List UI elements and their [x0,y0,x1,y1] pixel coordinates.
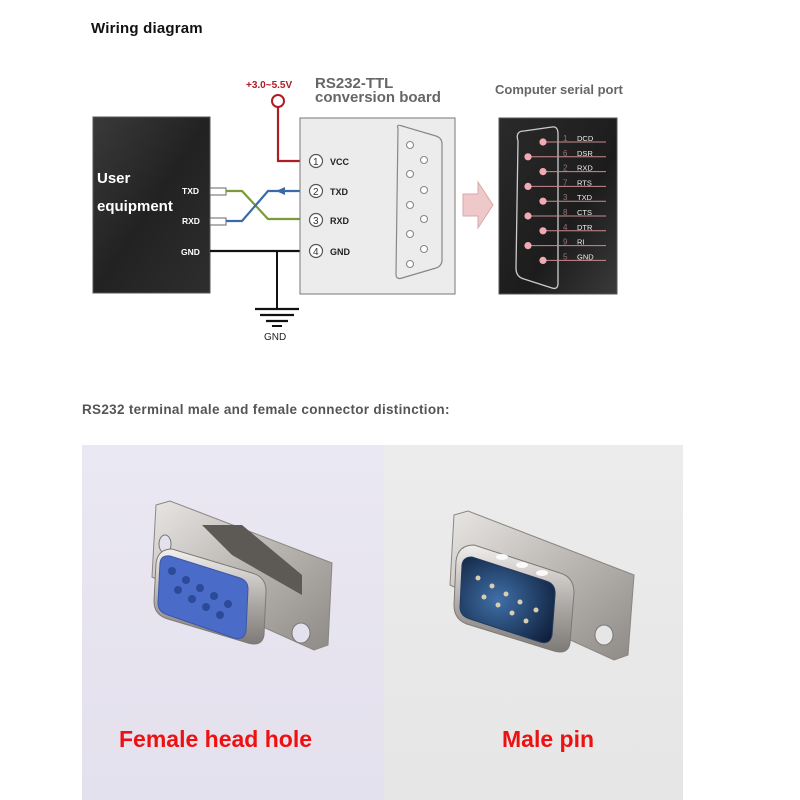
serial-pin-rts: 7 RTS [524,178,606,190]
svg-text:4: 4 [313,247,319,258]
serial-pin-number: 6 [563,149,568,158]
board-pin-rxd: 3 RXD [308,212,350,228]
serial-pin-dcd: 1 DCD [539,134,606,146]
serial-pin-dot [539,227,547,235]
svg-text:1: 1 [313,157,319,168]
serial-pin-name: DTR [577,223,593,232]
board-title-2: conversion board [315,89,441,106]
page-title: Wiring diagram [91,20,203,37]
female-connector-photo: Female head hole [82,445,384,800]
ground-icon [255,307,299,327]
serial-pin-dot [524,212,532,220]
serial-pin-name: RTS [577,178,592,187]
serial-pin-dot [524,242,532,250]
svg-text:TXD: TXD [330,187,349,197]
voltage-label: +3.0~5.5V [246,80,292,91]
serial-pin-number: 5 [563,252,568,261]
serial-pin-rxd: 2 RXD [539,164,606,176]
svg-text:3: 3 [313,216,319,227]
serial-port-box [498,117,618,295]
serial-pin-name: RI [577,238,585,247]
serial-pin-gnd: 5 GND [539,252,606,264]
serial-pin-name: RXD [577,164,593,173]
rxd-to-txd-wire [226,189,308,223]
serial-pin-dot [524,182,532,190]
serial-pin-txd: 3 TXD [539,193,606,205]
serial-pin-dot [539,168,547,176]
serial-pin-dot [539,197,547,205]
serial-pin-name: DSR [577,149,593,158]
rxd-stub [209,217,227,226]
serial-pin-dsr: 6 DSR [524,149,606,161]
svg-text:2: 2 [313,187,319,198]
board-title-1: RS232-TTL [315,75,393,92]
svg-text:RXD: RXD [330,216,350,226]
user-equipment-label-1: User [97,170,131,187]
user-equipment-label-2: equipment [97,198,173,215]
serial-pin-cts: 8 CTS [524,208,606,220]
db9-outline-icon [395,124,443,280]
serial-pin-number: 8 [563,208,568,217]
board-pin-txd: 2 TXD [308,183,349,199]
txd-stub [209,187,227,196]
male-label: Male pin [502,726,595,752]
male-connector-icon [449,510,635,661]
user-pin-rxd: RXD [182,216,200,226]
serial-pin-dot [539,138,547,146]
serial-pin-number: 1 [563,134,568,143]
txd-to-rxd-wire [226,189,308,221]
serial-pin-number: 9 [563,238,568,247]
serial-pin-number: 4 [563,223,568,232]
serial-pin-list: 1 DCD 6 DSR 2 RXD 7 RTS 3 TXD 8 CTS 4 DTR 9 RI 5 GND [524,134,606,264]
svg-text:GND: GND [330,247,351,257]
serial-pin-name: CTS [577,208,592,217]
section-title: RS232 terminal male and female connector… [82,402,450,417]
board-pin-gnd: 4 GND [308,243,351,259]
serial-pin-dot [524,153,532,161]
serial-pin-dtr: 4 DTR [539,223,606,235]
txd-arrowhead [276,187,285,195]
serial-pin-number: 7 [563,178,568,187]
female-connector-icon [151,500,333,651]
user-pin-gnd: GND [181,247,200,257]
female-label: Female head hole [119,726,313,752]
vcc-wire [276,107,308,163]
serial-port-title: Computer serial port [495,82,624,97]
db9-pin-holes [405,140,429,269]
wiring-diagram: User equipment TXD RXD GND GND +3.0~5.5V… [92,75,624,343]
ground-label: GND [264,332,286,343]
vcc-terminal-icon [271,94,285,108]
conversion-board [299,117,456,295]
serial-pin-name: TXD [577,193,593,202]
svg-text:VCC: VCC [330,157,350,167]
serial-pin-number: 3 [563,193,568,202]
serial-pin-ri: 9 RI [524,238,606,250]
serial-pin-name: DCD [577,134,594,143]
serial-db9-outline-icon [515,126,559,290]
serial-pin-number: 2 [563,164,568,173]
user-equipment-box: User equipment TXD RXD GND [92,116,211,294]
serial-pin-dot [539,256,547,264]
male-connector-photo: Male pin [384,445,683,800]
right-arrow-icon [462,180,494,230]
user-pin-txd: TXD [182,186,199,196]
board-pin-vcc: 1 VCC [308,153,350,169]
serial-pin-name: GND [577,252,594,261]
